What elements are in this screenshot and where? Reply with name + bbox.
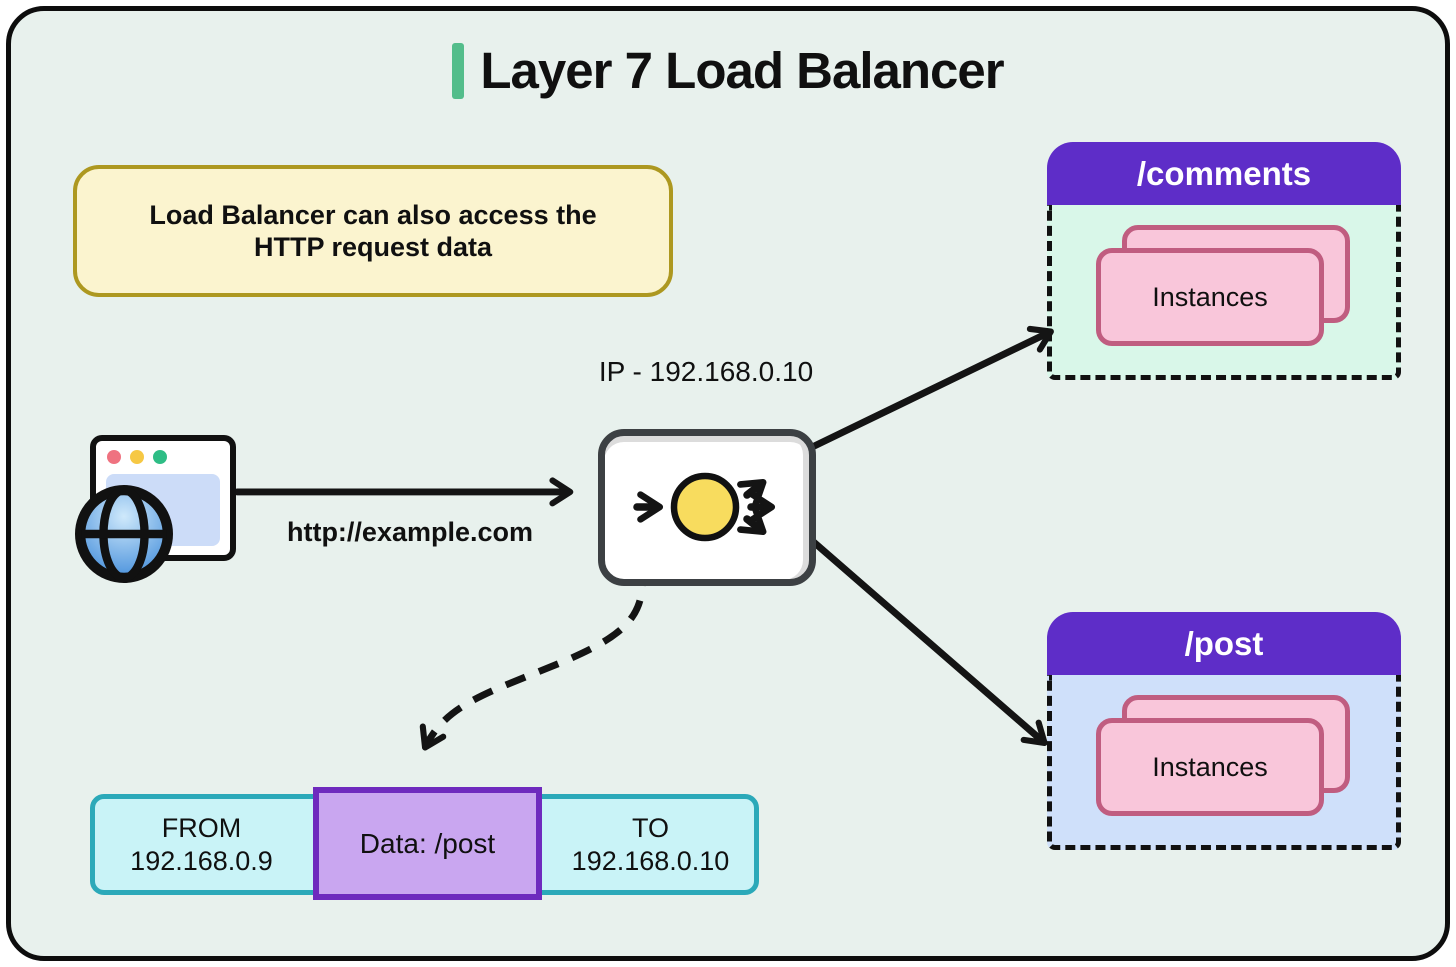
diagram-canvas: Layer 7 Load Balancer Load Balancer can … [6,6,1450,961]
globe-icon [75,485,173,583]
browser-dot-red-icon [107,450,121,464]
load-balancer-fanout-icon [633,472,776,542]
packet-data-label: Data: /post [359,827,496,859]
load-balancer-icon [598,429,816,586]
note-line-2: HTTP request data [253,232,493,262]
load-balancer-ip-label: IP - 192.168.0.10 [598,356,814,387]
route-comments-path-label: /comments [1136,154,1312,192]
browser-dot-green-icon [153,450,167,464]
packet-to-label: TO [631,812,669,843]
route-box-comments: /comments Instances [1047,142,1401,380]
page-title-row: Layer 7 Load Balancer [11,41,1445,100]
route-post-path-label: /post [1184,624,1264,662]
route-box-post: /post Instances [1047,612,1401,850]
packet-data-cell: Data: /post [313,787,542,900]
title-accent-bar [452,42,465,99]
request-url-label: http://example.com [286,517,534,547]
dashed-arrow-lb-to-packet [419,564,646,751]
page-title: Layer 7 Load Balancer [480,42,1004,99]
packet-from-ip: 192.168.0.9 [130,845,273,876]
http-packet: FROM 192.168.0.9 Data: /post TO 192.168.… [90,787,759,900]
browser-dot-yellow-icon [130,450,144,464]
packet-from-cell: FROM 192.168.0.9 [90,794,313,895]
arrow-lb-to-packet-post [795,526,1048,746]
packet-to-cell: TO 192.168.0.10 [542,794,759,895]
browser-traffic-dots [107,450,167,464]
note-line-1: Load Balancer can also access the [149,199,597,230]
instances-label: Instances [1152,281,1268,312]
packet-to-ip: 192.168.0.10 [571,845,730,876]
route-comments-header: /comments [1047,142,1401,205]
route-post-header: /post [1047,612,1401,675]
route-comments-body: Instances [1047,205,1401,380]
instance-card-front: Instances [1096,718,1324,816]
note-callout: Load Balancer can also access the HTTP r… [73,165,673,297]
instances-label: Instances [1152,751,1268,782]
lb-node-circle [670,472,740,542]
instance-card-front: Instances [1096,248,1324,346]
route-post-body: Instances [1047,675,1401,850]
arrow-lb-to-comments [795,325,1054,457]
packet-from-label: FROM [161,812,242,843]
